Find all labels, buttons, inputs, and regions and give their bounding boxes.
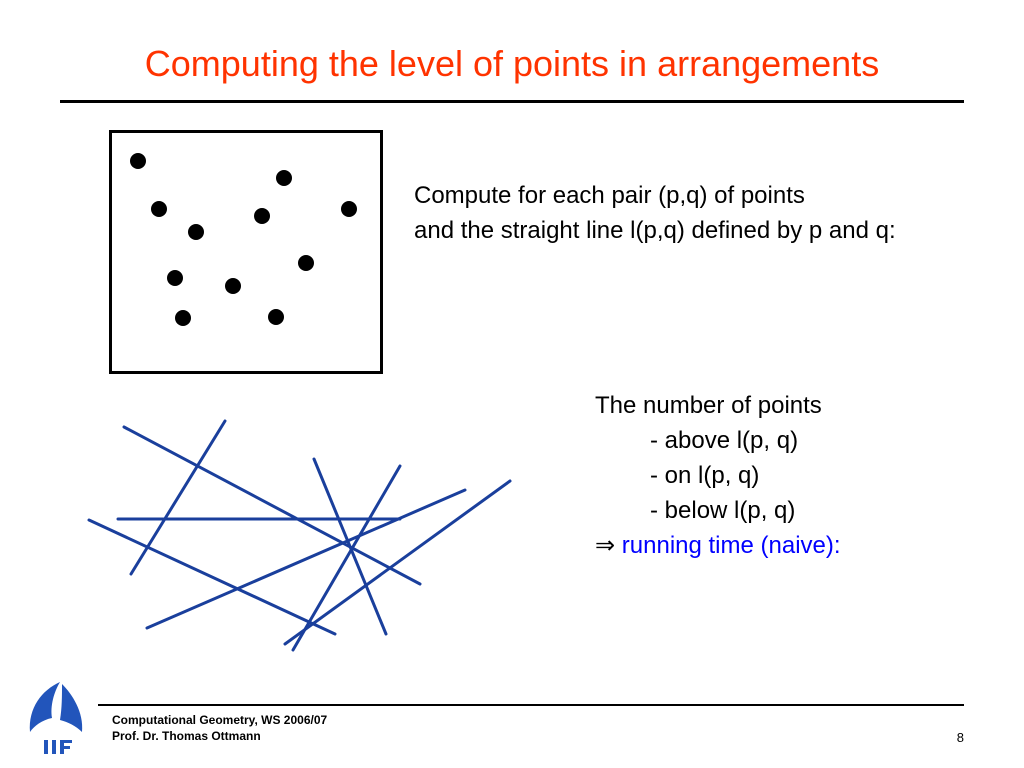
point: [276, 170, 292, 186]
footer-divider: [98, 704, 964, 706]
instruction-line: Compute for each pair (p,q) of points: [414, 182, 805, 209]
arrangement-line: [291, 464, 402, 652]
count-on: - on l(p, q): [650, 462, 760, 489]
footer-author: Prof. Dr. Thomas Ottmann: [112, 729, 261, 743]
point-set-box: [109, 130, 383, 374]
arrangement-line: [283, 479, 512, 646]
arrangement-line: [129, 419, 227, 576]
point: [268, 309, 284, 325]
point: [130, 153, 146, 169]
running-time-line: ⇒ running time (naive):: [595, 528, 841, 563]
page-number: 8: [956, 730, 964, 745]
footer-course: Computational Geometry, WS 2006/07: [112, 713, 328, 727]
count-line: The number of points: [595, 392, 822, 419]
arrangement-line: [87, 518, 337, 636]
count-description: The number of points - above l(p, q) - o…: [595, 388, 841, 563]
point: [341, 201, 357, 217]
point: [298, 255, 314, 271]
count-below: - below l(p, q): [650, 497, 796, 524]
iif-logo: [29, 682, 83, 754]
running-time-text: running time (naive):: [621, 532, 841, 559]
footer-credits: Computational Geometry, WS 2006/07 Prof.…: [112, 712, 327, 744]
point: [151, 201, 167, 217]
slide-title: Computing the level of points in arrange…: [144, 43, 880, 84]
implies-arrow: ⇒: [595, 532, 616, 559]
instruction-text: Compute for each pair (p,q) of points an…: [414, 178, 896, 248]
arrangement-line: [145, 488, 467, 630]
point: [254, 208, 270, 224]
instruction-line: and the straight line l(p,q) defined by …: [414, 217, 896, 244]
arrangement-line: [122, 425, 422, 586]
title-underline: [60, 100, 964, 103]
point: [175, 310, 191, 326]
point: [225, 278, 241, 294]
point: [167, 270, 183, 286]
point: [188, 224, 204, 240]
arrangement-line: [312, 457, 388, 636]
count-above: - above l(p, q): [650, 427, 799, 454]
